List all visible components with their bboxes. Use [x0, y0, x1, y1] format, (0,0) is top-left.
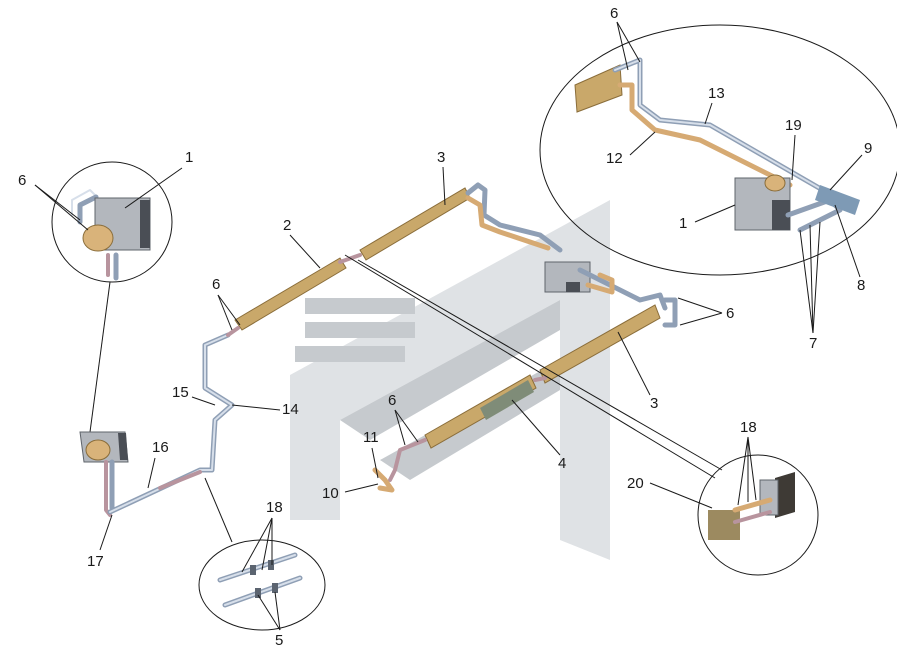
label-3: 3 — [437, 149, 445, 166]
label-18: 18 — [740, 419, 757, 436]
label-6: 6 — [212, 276, 220, 293]
detail-circle-lower-right-fitting — [697, 454, 819, 576]
callout-labels: 6 1 2 3 6 15 14 16 17 18 5 6 — [18, 5, 872, 649]
label-11: 11 — [363, 429, 379, 446]
label-14: 14 — [282, 401, 299, 418]
detail-circle-lower-left-pipes — [198, 539, 326, 631]
label-6: 6 — [610, 5, 618, 22]
label-3: 3 — [650, 395, 658, 412]
label-8: 8 — [857, 277, 865, 294]
label-17: 17 — [87, 553, 104, 570]
label-6: 6 — [18, 172, 26, 189]
label-7: 7 — [809, 335, 817, 352]
label-1: 1 — [185, 149, 193, 166]
label-10: 10 — [322, 485, 339, 502]
label-18: 18 — [266, 499, 283, 516]
label-6: 6 — [388, 392, 396, 409]
label-16: 16 — [152, 439, 169, 456]
label-13: 13 — [708, 85, 725, 102]
label-1: 1 — [679, 215, 687, 232]
detail-circle-left-heater — [51, 161, 173, 283]
radiator-2 — [226, 253, 362, 337]
label-19: 19 — [785, 117, 802, 134]
heater-unit-center — [544, 261, 668, 311]
radiator-4 — [372, 374, 547, 493]
label-15: 15 — [172, 384, 189, 401]
detail-circle-right-heater — [539, 24, 897, 276]
label-2: 2 — [283, 217, 291, 234]
label-4: 4 — [558, 455, 566, 472]
watermark-logo — [290, 200, 610, 560]
label-6: 6 — [726, 305, 734, 322]
heater-fan-icon — [82, 224, 114, 252]
label-5: 5 — [275, 632, 283, 649]
label-20: 20 — [627, 475, 644, 492]
heater-unit-lower-left — [79, 332, 235, 517]
radiator-3-top — [359, 182, 563, 261]
label-12: 12 — [606, 150, 623, 167]
label-9: 9 — [864, 140, 872, 157]
